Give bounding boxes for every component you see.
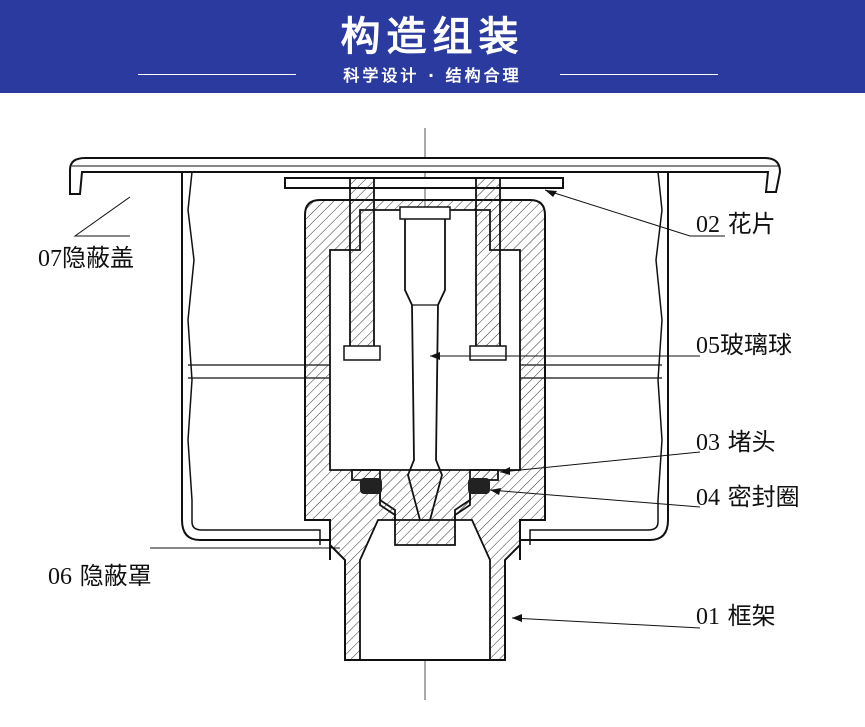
part-label-05: 05玻璃球 xyxy=(696,331,792,359)
part-label-06: 06 隐蔽罩 xyxy=(48,562,152,590)
header-banner: 构造组装 科学设计 · 结构合理 xyxy=(0,0,865,93)
concealed-cup xyxy=(181,172,669,560)
subtitle-rule-left xyxy=(138,74,296,75)
part-label-03: 03 堵头 xyxy=(696,428,776,456)
subtitle-rule-right xyxy=(560,74,718,75)
part-label-07: 07隐蔽盖 xyxy=(38,244,134,272)
deflector-plate xyxy=(284,177,564,189)
part-label-02: 02 花片 xyxy=(696,210,776,238)
frame-arm-left xyxy=(349,177,375,357)
seal-ring-left xyxy=(360,478,382,494)
page-subtitle: 科学设计 · 结构合理 xyxy=(343,66,522,85)
seal-ring-right xyxy=(468,478,490,494)
page-title: 构造组装 xyxy=(340,14,525,60)
concealed-cover xyxy=(69,157,782,195)
leader-lines xyxy=(73,189,725,629)
part-label-04: 04 密封圈 xyxy=(696,483,800,511)
part-label-01: 01 框架 xyxy=(696,602,776,630)
frame-arm-right xyxy=(475,177,501,357)
